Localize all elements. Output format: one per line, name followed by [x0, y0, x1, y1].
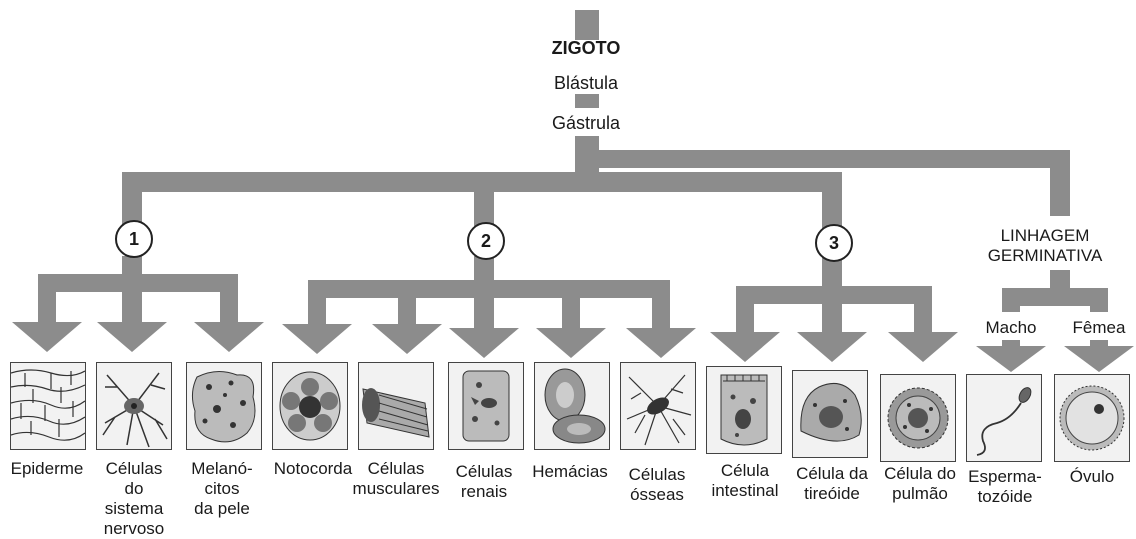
thyroid-cell-icon [792, 370, 868, 458]
cell-label-ovum: Óvulo [1050, 467, 1134, 487]
melanocyte-icon [186, 362, 262, 450]
cell-label-epidermis: Epiderme [2, 459, 92, 479]
male-label: Macho [972, 318, 1050, 338]
blastula-label: Blástula [526, 73, 646, 94]
cell-label-kidney: Células renais [444, 462, 524, 502]
cell-label-thyroid: Célula da tireóide [784, 464, 880, 504]
sperm-icon [966, 374, 1042, 462]
female-label: Fêmea [1062, 318, 1136, 338]
neuron-icon [96, 362, 172, 450]
notochord-icon [272, 362, 348, 450]
kidney-cell-icon [448, 362, 524, 450]
ovum-icon [1054, 374, 1130, 462]
cell-label-muscle: Células musculares [346, 459, 446, 499]
zygote-label: ZIGOTO [526, 38, 646, 59]
muscle-cell-icon [358, 362, 434, 450]
lung-cell-icon [880, 374, 956, 462]
red-blood-cell-icon [534, 362, 610, 450]
epidermis-icon [10, 362, 86, 450]
branch-2-marker: 2 [467, 222, 505, 260]
cell-label-bone: Células ósseas [614, 465, 700, 505]
cell-label-melanocytes: Melanó- citos da pele [180, 459, 264, 519]
cell-label-intestinal: Célula intestinal [700, 461, 790, 501]
germline-label: LINHAGEM GERMINATIVA [970, 226, 1120, 266]
cell-label-lung: Célula do pulmão [872, 464, 968, 504]
branch-3-marker: 3 [815, 224, 853, 262]
cell-label-sperm: Esperma- tozóide [962, 467, 1048, 507]
intestinal-cell-icon [706, 366, 782, 454]
cell-label-neurons: Células do sistema nervoso [92, 459, 176, 539]
branch-1-marker: 1 [115, 220, 153, 258]
bone-cell-icon [620, 362, 696, 450]
cell-label-red-blood: Hemácias [524, 462, 616, 482]
gastrula-label: Gástrula [526, 113, 646, 134]
